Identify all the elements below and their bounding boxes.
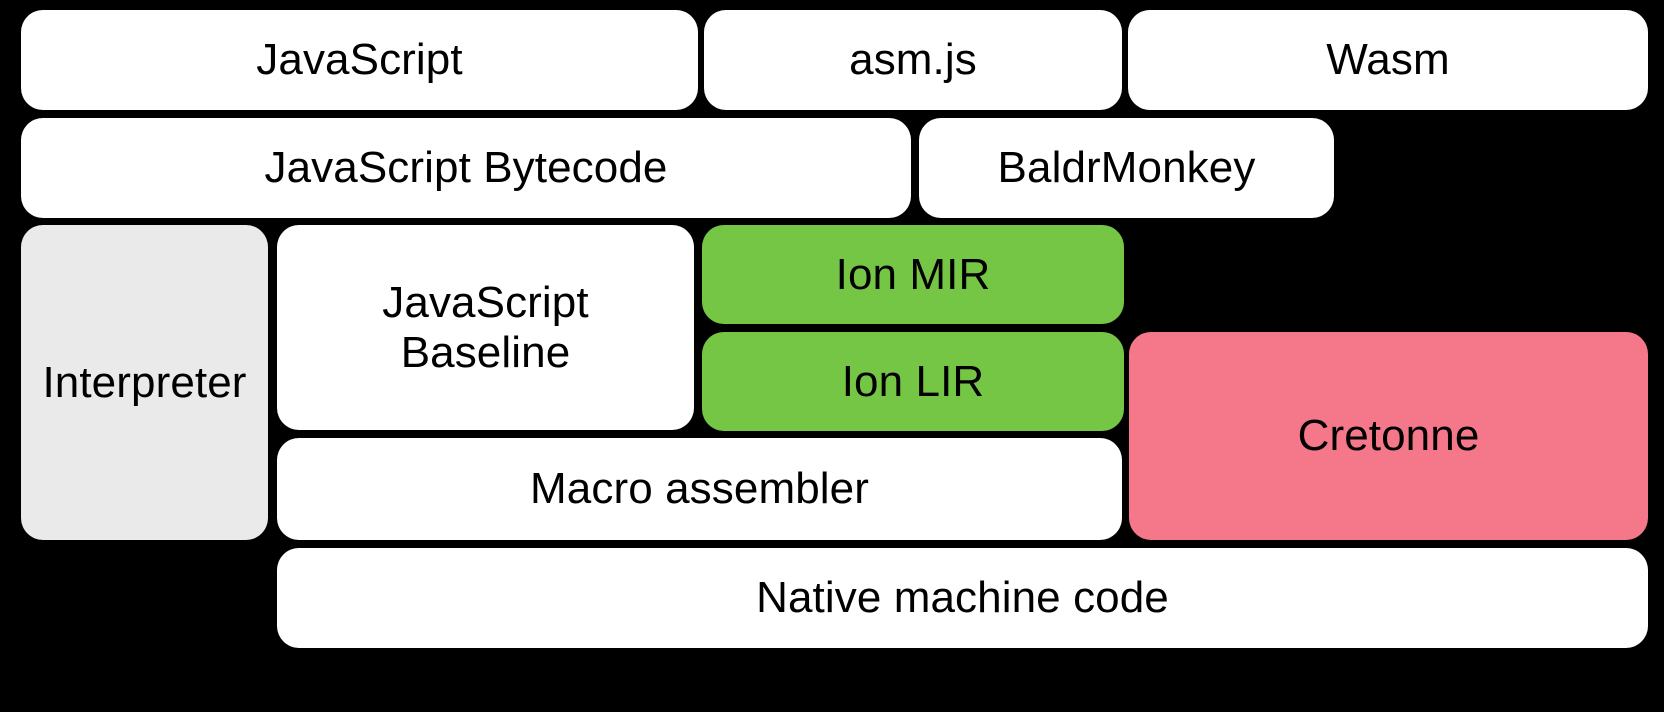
node-interpreter: Interpreter <box>21 225 268 540</box>
node-javascript-baseline: JavaScript Baseline <box>277 225 694 430</box>
node-cretonne: Cretonne <box>1129 332 1648 540</box>
node-native-machine-code: Native machine code <box>277 548 1648 648</box>
node-ion-lir: Ion LIR <box>702 332 1124 431</box>
node-baldrmonkey: BaldrMonkey <box>919 118 1334 218</box>
node-javascript: JavaScript <box>21 10 698 110</box>
node-wasm: Wasm <box>1128 10 1648 110</box>
node-asm-js: asm.js <box>704 10 1122 110</box>
node-ion-mir: Ion MIR <box>702 225 1124 324</box>
node-javascript-bytecode: JavaScript Bytecode <box>21 118 911 218</box>
node-macro-assembler: Macro assembler <box>277 438 1122 540</box>
